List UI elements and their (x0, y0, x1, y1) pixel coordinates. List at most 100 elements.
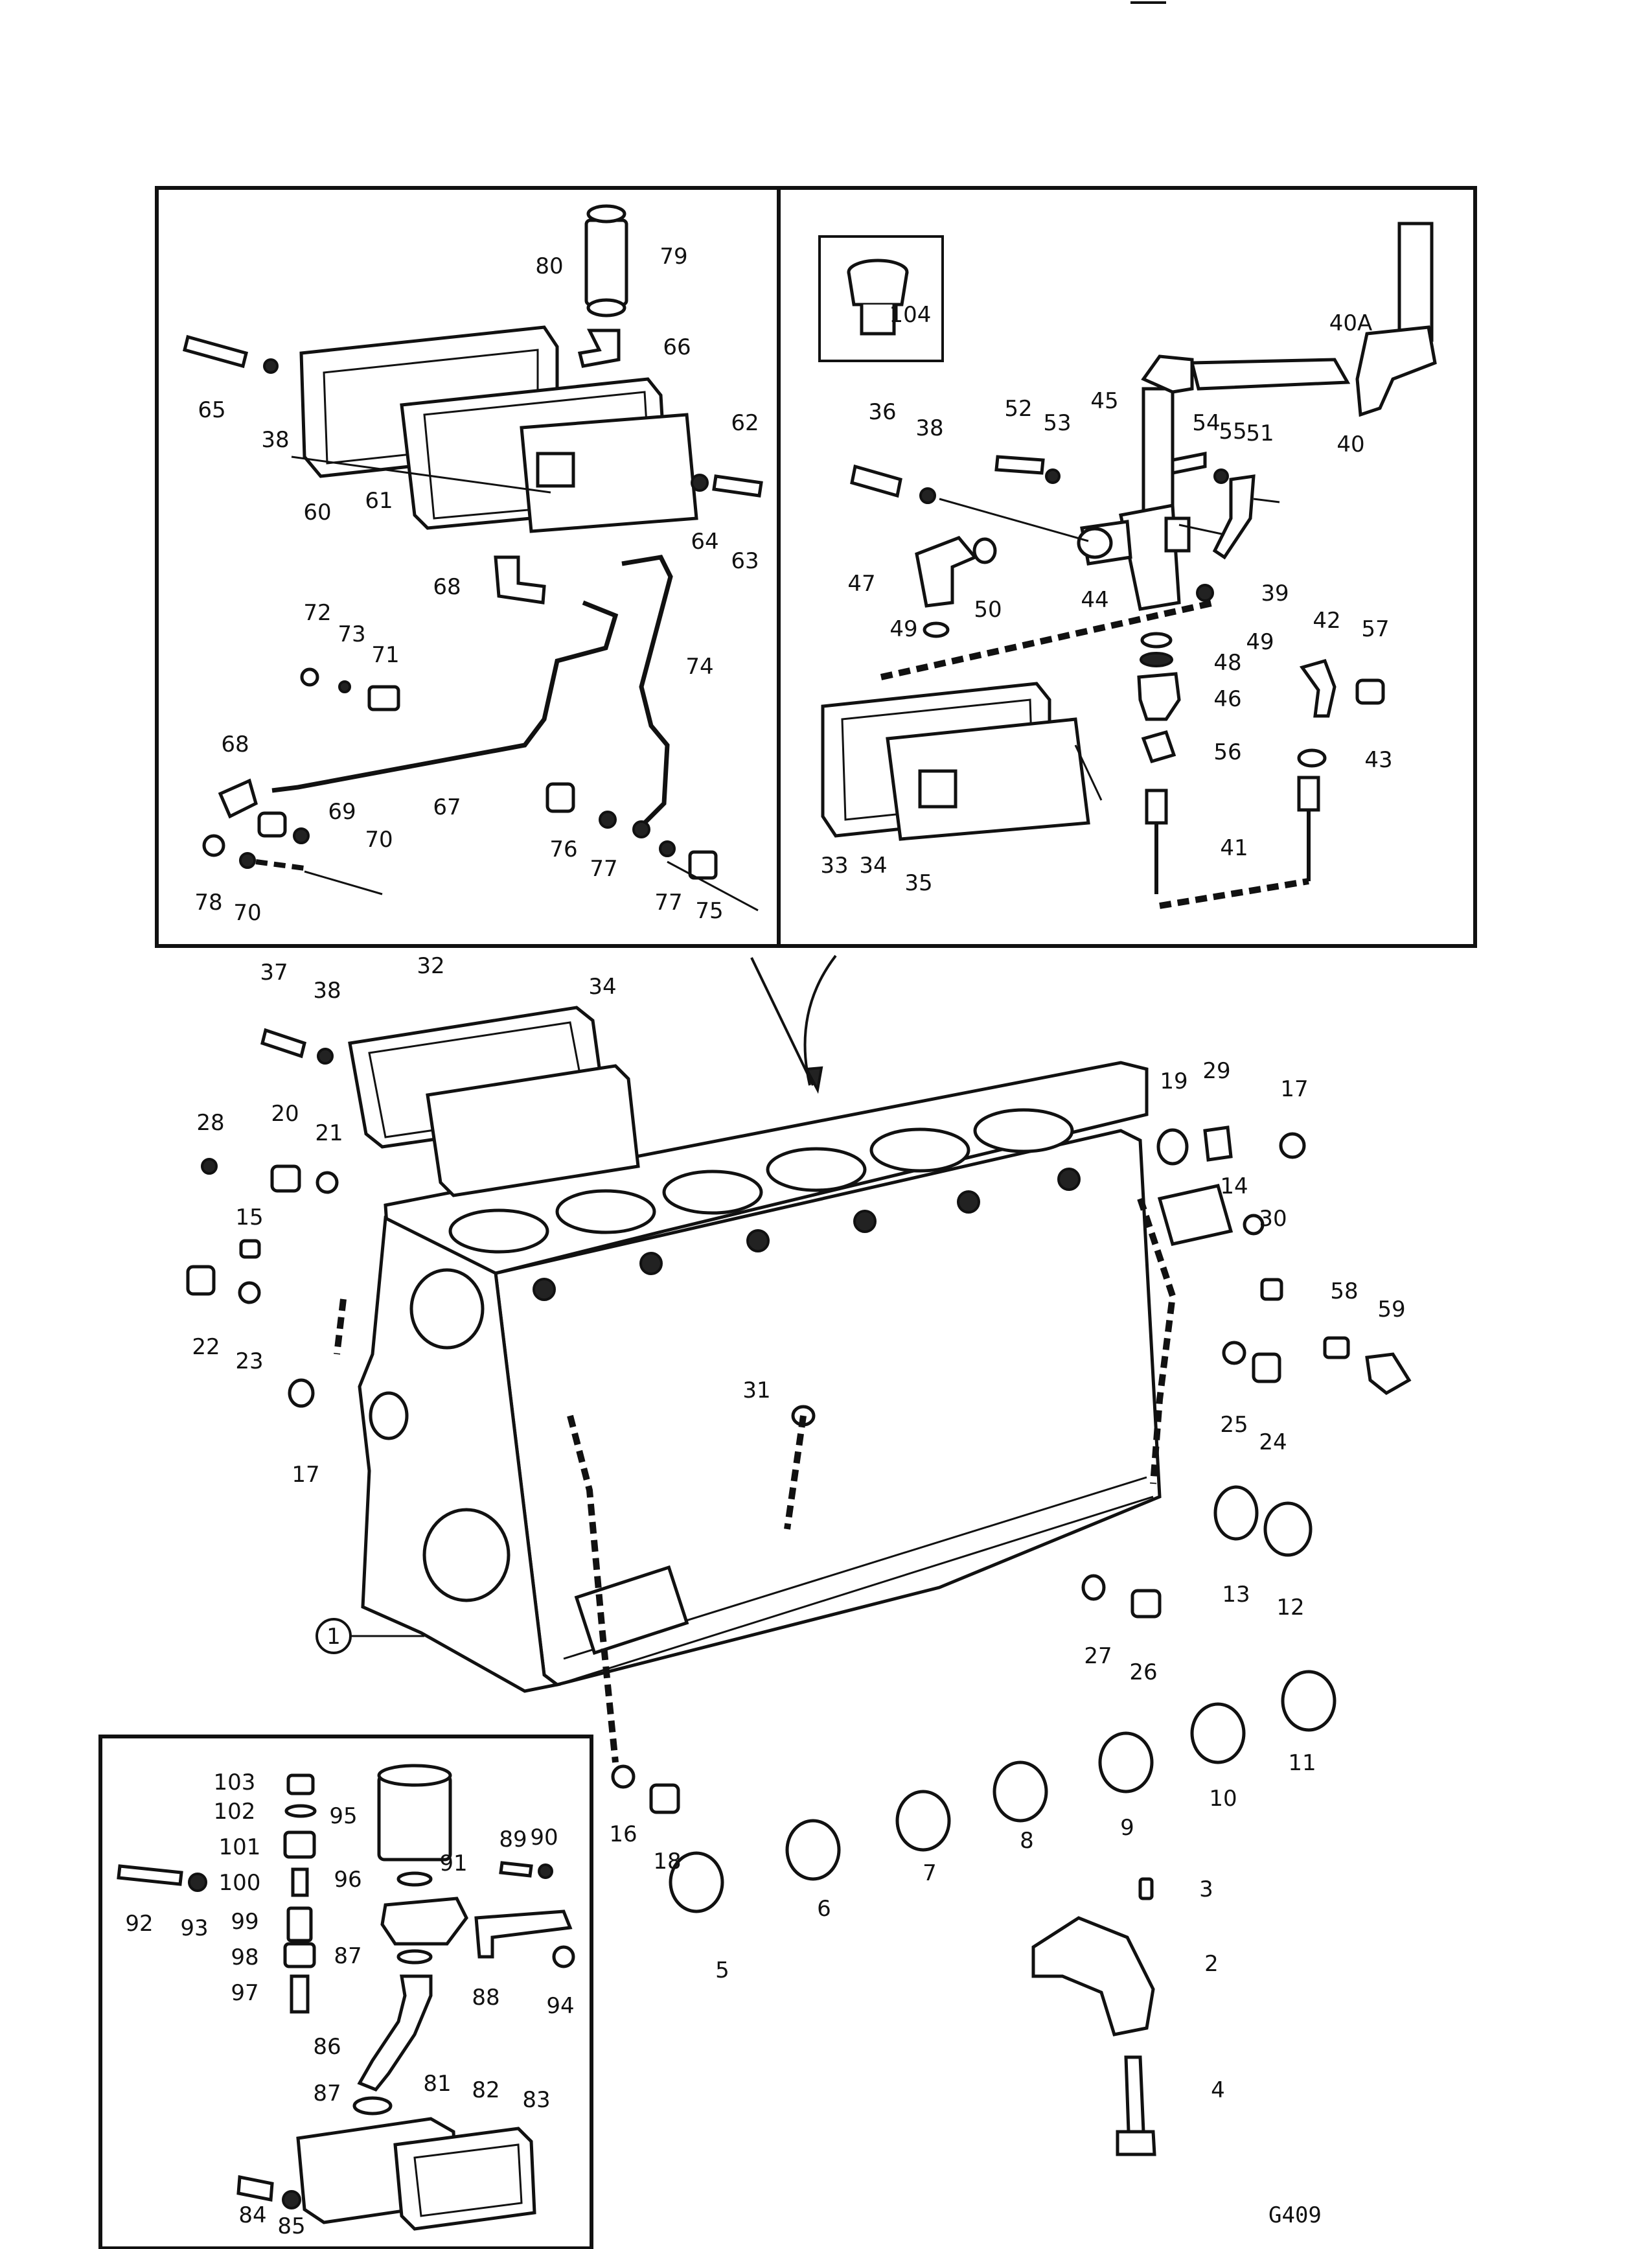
callout-label-p5: 5 (715, 1957, 729, 1983)
callout-label-p3: 3 (1199, 1876, 1213, 1902)
callout-label-p103: 103 (214, 1770, 256, 1795)
callout-label-p34b: 34 (588, 974, 616, 1000)
callout-label-p104: 104 (889, 302, 932, 328)
callout-label-p70b: 70 (233, 900, 261, 926)
callout-label-p58: 58 (1330, 1278, 1358, 1304)
callout-label-p46: 46 (1213, 686, 1241, 712)
callout-label-p83: 83 (522, 2087, 550, 2113)
cylinder-block (358, 1061, 1162, 1693)
callout-label-p50: 50 (974, 597, 1002, 623)
callout-label-p53: 53 (1043, 410, 1071, 436)
callout-label-p44: 44 (1081, 587, 1108, 613)
callout-label-p14: 14 (1220, 1173, 1248, 1199)
callout-label-p78: 78 (194, 890, 222, 916)
callout-label-p31: 31 (742, 1378, 770, 1403)
callout-label-p93: 93 (180, 1915, 208, 1941)
callout-label-p92: 92 (125, 1911, 153, 1937)
callout-label-p33: 33 (820, 853, 848, 879)
block-plugs (186, 1006, 1412, 2156)
callout-label-p60: 60 (303, 500, 331, 525)
callout-label-p7: 7 (923, 1860, 937, 1886)
callout-label-p38a: 38 (915, 415, 943, 441)
callout-label-p9: 9 (1120, 1815, 1134, 1841)
callout-label-p26: 26 (1129, 1659, 1157, 1685)
callout-label-p49b: 49 (1246, 629, 1274, 655)
callout-label-p72: 72 (303, 600, 331, 626)
callout-label-p76: 76 (549, 836, 577, 862)
callout-label-p87a: 87 (334, 1943, 361, 1969)
callout-label-p54: 54 (1192, 410, 1220, 436)
callout-label-p4: 4 (1211, 2077, 1225, 2103)
callout-label-p96: 96 (334, 1867, 361, 1893)
callout-label-p36: 36 (868, 399, 896, 425)
callout-label-p10: 10 (1209, 1786, 1237, 1812)
callout-label-p62: 62 (731, 410, 759, 436)
callout-label-p101: 101 (219, 1834, 261, 1860)
callout-label-p27: 27 (1084, 1643, 1112, 1669)
callout-label-p74: 74 (685, 654, 713, 680)
callout-label-p40a: 40A (1329, 310, 1373, 336)
callout-label-p80: 80 (535, 253, 563, 279)
callout-label-p64: 64 (691, 529, 718, 555)
callout-label-p85: 85 (277, 2213, 305, 2239)
callout-label-p100: 100 (219, 1870, 261, 1896)
inset-right-parts (821, 222, 1437, 909)
callout-label-p71: 71 (371, 642, 399, 668)
callout-label-p30: 30 (1259, 1206, 1287, 1232)
callout-label-p65: 65 (198, 397, 225, 423)
callout-label-p2: 2 (1204, 1951, 1219, 1977)
callout-label-p88: 88 (472, 1985, 499, 2011)
callout-label-p40: 40 (1337, 432, 1364, 457)
callout-label-p25: 25 (1220, 1412, 1248, 1438)
pointer-arrows (750, 954, 837, 1094)
callout-label-p48: 48 (1213, 650, 1241, 676)
inset-frames (98, 186, 1477, 2249)
callout-label-p56: 56 (1213, 739, 1241, 765)
callout-label-p16: 16 (609, 1821, 637, 1847)
callout-label-p68a: 68 (433, 574, 461, 600)
callout-label-p89: 89 (499, 1827, 527, 1852)
callout-label-p67: 67 (433, 794, 461, 820)
callout-label-p17b: 17 (292, 1462, 319, 1488)
callout-label-p77b: 77 (654, 890, 682, 916)
callout-label-p61: 61 (365, 488, 393, 514)
callout-label-p97: 97 (231, 1980, 258, 2006)
callout-label-p37: 37 (260, 960, 288, 986)
callout-label-p75: 75 (695, 898, 723, 924)
callout-label-p82: 82 (472, 2077, 499, 2103)
callout-label-p81: 81 (423, 2071, 451, 2097)
callout-label-p91: 91 (439, 1851, 467, 1876)
callout-label-p70a: 70 (365, 827, 393, 853)
callout-label-p68b: 68 (221, 732, 249, 757)
callout-label-p52: 52 (1004, 396, 1032, 422)
bearing-shells (669, 1670, 1337, 1913)
callout-label-p20: 20 (271, 1101, 299, 1127)
callout-label-p39: 39 (1261, 581, 1289, 606)
callout-label-p55: 55 (1219, 419, 1246, 444)
callout-label-p47: 47 (847, 571, 875, 597)
callout-label-p41: 41 (1220, 835, 1248, 861)
callout-label-p95: 95 (329, 1803, 357, 1829)
callout-label-p19: 19 (1160, 1068, 1187, 1094)
callout-label-p66: 66 (663, 334, 691, 360)
callout-label-p59: 59 (1377, 1297, 1405, 1322)
callout-label-p24: 24 (1259, 1429, 1287, 1455)
callout-label-p57: 57 (1361, 616, 1389, 642)
callout-label-p6: 6 (817, 1896, 831, 1922)
callout-label-p17a: 17 (1280, 1076, 1308, 1102)
callout-label-p13: 13 (1222, 1582, 1250, 1608)
callout-label-p22: 22 (192, 1334, 220, 1360)
callout-label-p79: 79 (660, 244, 687, 270)
callout-label-p73: 73 (338, 621, 365, 647)
callout-label-p69: 69 (328, 799, 356, 825)
drawing-number: G409 (1268, 2202, 1322, 2228)
callout-label-p94: 94 (546, 1993, 574, 2019)
callout-label-p12: 12 (1276, 1595, 1304, 1620)
callout-label-p51: 51 (1246, 421, 1274, 446)
callout-label-p102: 102 (214, 1799, 256, 1825)
callout-label-p28: 28 (196, 1110, 224, 1136)
callout-label-p21: 21 (315, 1120, 343, 1146)
callout-label-p18: 18 (653, 1849, 681, 1874)
